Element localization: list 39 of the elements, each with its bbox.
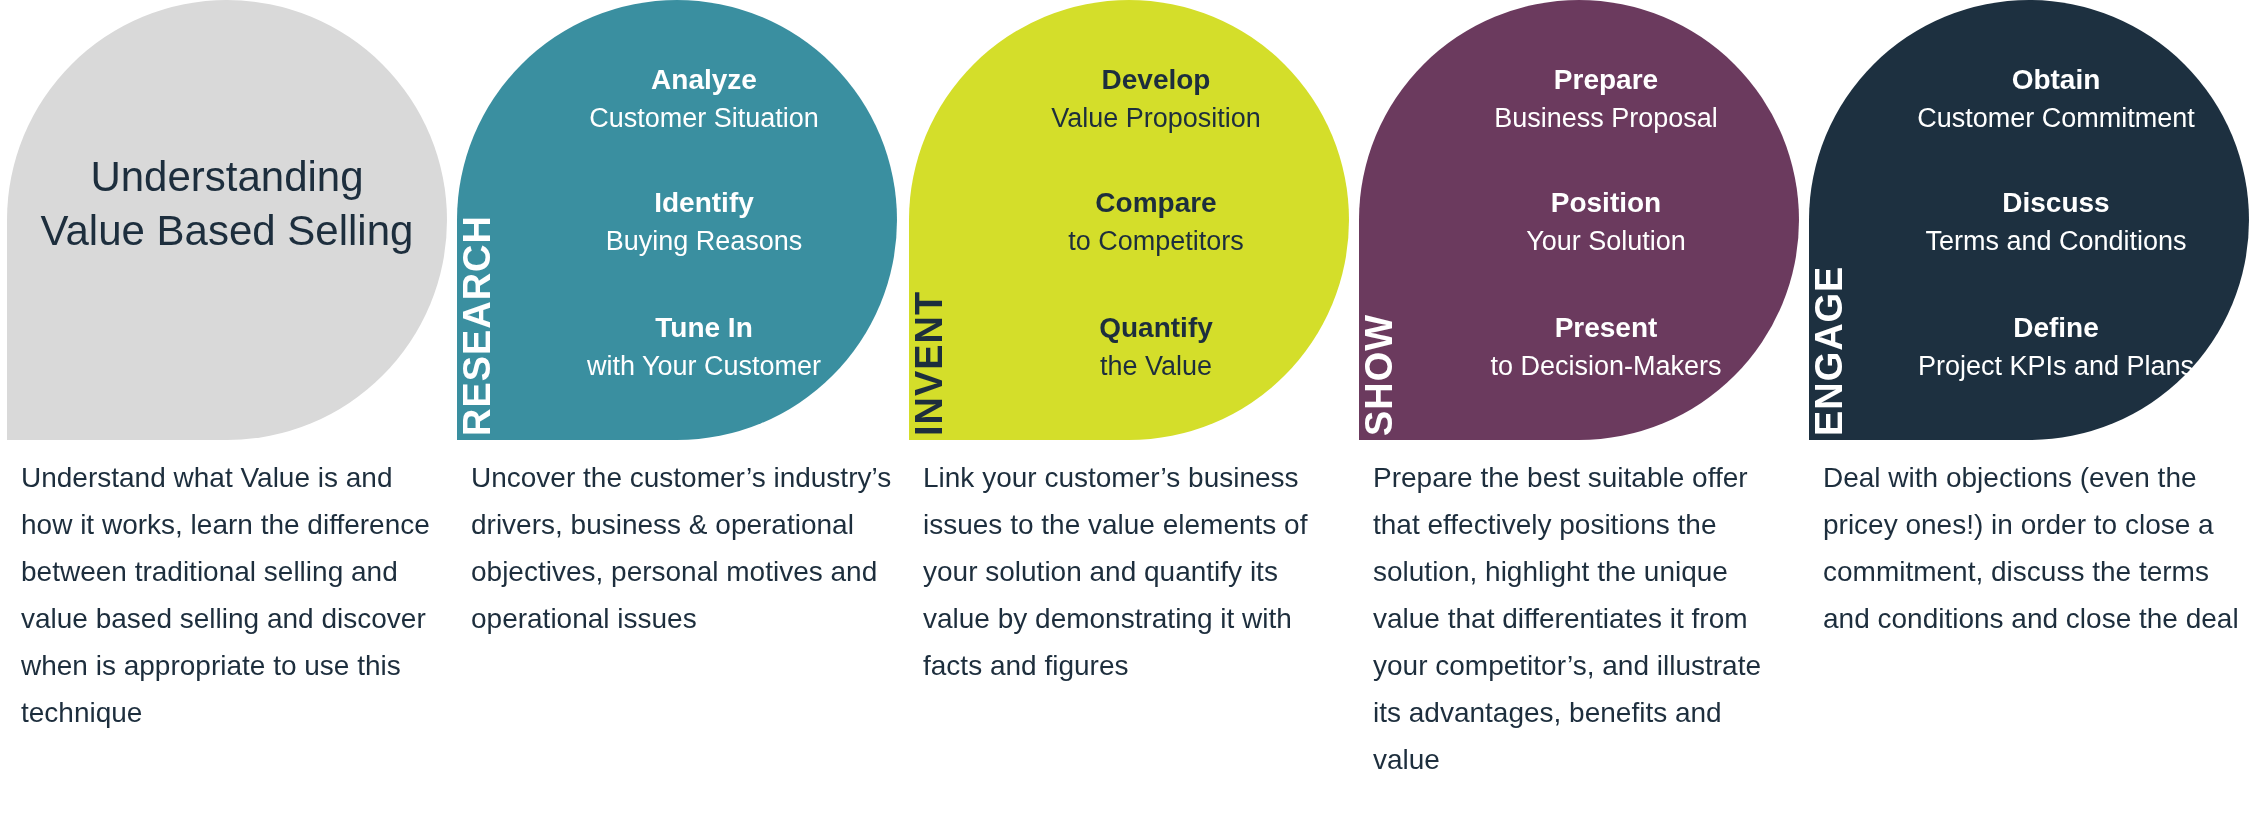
step-heading: Identify (653, 186, 755, 220)
step-text: Value Proposition (1050, 102, 1262, 135)
step-text: Customer Commitment (1916, 102, 2196, 135)
step-heading: Compare (1094, 186, 1218, 220)
step-heading: Position (1549, 186, 1663, 220)
stage-label: ENGAGE (1807, 265, 1851, 436)
teardrop-shape (909, 0, 1349, 440)
step-heading: Develop (1100, 63, 1212, 97)
step-heading: Obtain (2010, 63, 2102, 97)
description-text: Deal with objections (even the pricey ones!) in order to close a commitment, discuss the terms and conditions and close the deal (1822, 461, 2240, 636)
teardrop-shape (457, 0, 897, 440)
stage-label: SHOW (1357, 314, 1401, 436)
step-text: Project KPIs and Plans (1916, 350, 2196, 383)
step-text: Buying Reasons (604, 225, 804, 258)
step-text: the Value (1098, 350, 1214, 383)
step-text: Business Proposal (1493, 102, 1719, 135)
teardrop-shape (7, 0, 447, 440)
teardrop-shape (1359, 0, 1799, 440)
step-text: Customer Situation (588, 102, 820, 135)
stage-title: Understanding Value Based Selling (39, 152, 415, 256)
step-text: Your Solution (1525, 225, 1687, 258)
step-heading: Discuss (2001, 186, 2111, 220)
step-heading: Define (2012, 311, 2100, 345)
step-heading: Prepare (1552, 63, 1660, 97)
step-text: with Your Customer (585, 350, 823, 383)
step-heading: Quantify (1098, 311, 1214, 345)
step-heading: Present (1553, 311, 1659, 345)
step-text: Terms and Conditions (1924, 225, 2188, 258)
description-text: Uncover the customer’s industry’s drivers, business & operational objectives, personal motives and operational issues (470, 461, 893, 636)
step-text: to Decision-Makers (1489, 350, 1723, 383)
stage-label: RESEARCH (455, 215, 499, 436)
description-text: Link your customer’s business issues to the value elements of your solution and quantify its value by demonstrating it with facts and figures (922, 461, 1309, 683)
stage-label: INVENT (907, 290, 951, 436)
description-text: Prepare the best suitable offer that effectively positions the solution, highlight the unique value that differentiates it from your competitor’s, and illustrate its advantages, benefits and value (1372, 461, 1763, 777)
description-text: Understand what Value is and how it works, learn the difference between traditional selling and value based selling and discover when is appropriate to use this technique (20, 461, 431, 730)
step-heading: Tune In (654, 311, 754, 345)
step-heading: Analyze (650, 63, 758, 97)
step-text: to Competitors (1067, 225, 1245, 258)
teardrop-shape (1809, 0, 2249, 440)
